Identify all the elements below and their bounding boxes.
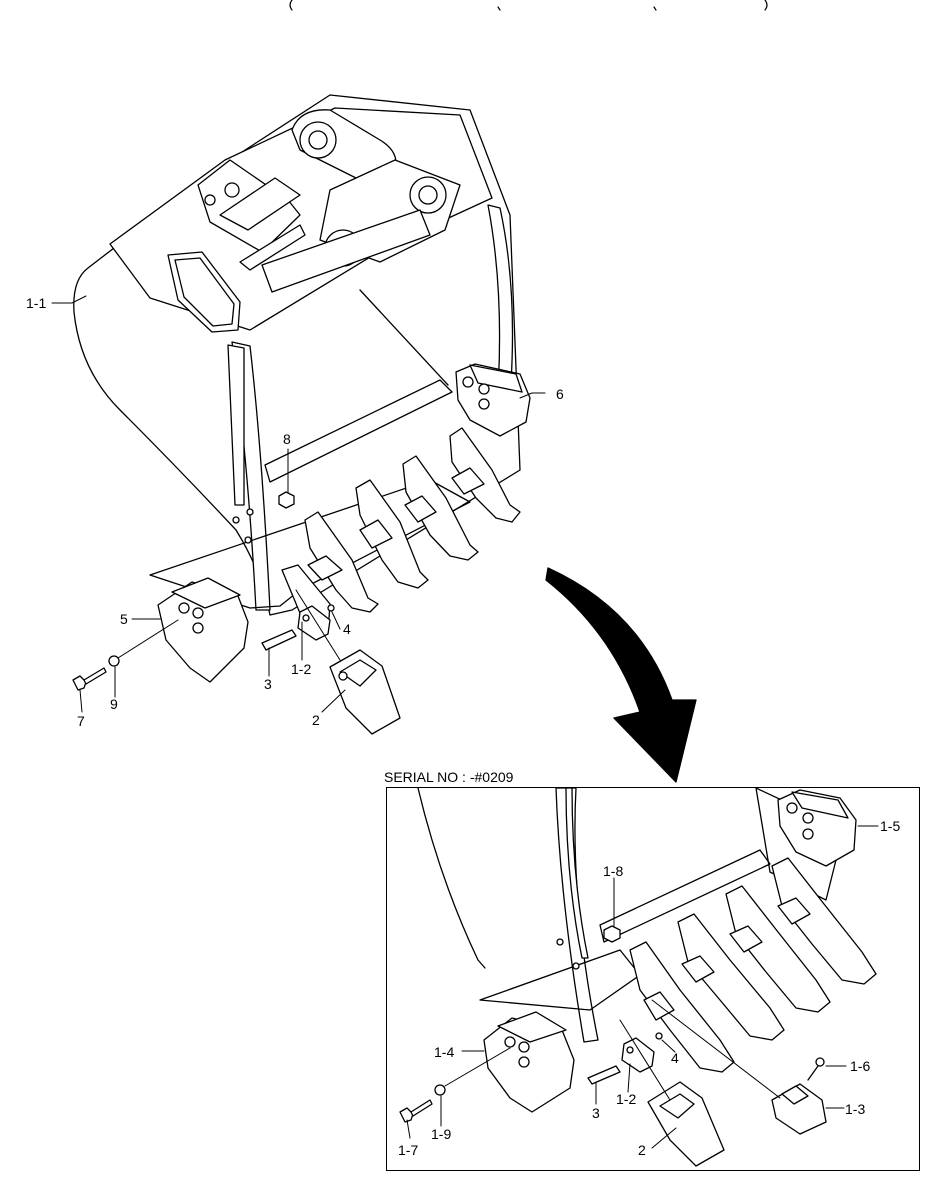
serial-number-note: SERIAL NO : -#0209 bbox=[384, 769, 514, 785]
inset-label-3: 3 bbox=[592, 1105, 600, 1121]
inset-label-1-5: 1-5 bbox=[880, 818, 901, 834]
inset-leaders bbox=[406, 825, 879, 1149]
label-1-1: 1-1 bbox=[26, 295, 47, 311]
inset-loose-parts bbox=[399, 925, 827, 1167]
main-teeth bbox=[281, 427, 521, 637]
label-6: 6 bbox=[556, 386, 564, 402]
label-5: 5 bbox=[120, 611, 128, 627]
inset-label-2: 2 bbox=[638, 1142, 646, 1158]
main-side-cutter-right bbox=[455, 363, 531, 437]
label-2: 2 bbox=[312, 712, 320, 728]
inset-detail-frame bbox=[386, 787, 920, 1171]
label-3: 3 bbox=[264, 676, 272, 692]
main-side-cutter-left bbox=[157, 577, 249, 683]
inset-bucket bbox=[417, 787, 837, 1043]
inset-label-4: 4 bbox=[671, 1050, 679, 1066]
main-loose-parts bbox=[72, 491, 401, 735]
inset-teeth bbox=[629, 857, 877, 1073]
inset-label-1-7: 1-7 bbox=[398, 1142, 419, 1158]
main-leaders bbox=[51, 295, 546, 713]
label-7: 7 bbox=[77, 713, 85, 729]
detail-arrow bbox=[545, 567, 697, 783]
inset-side-cutter-right bbox=[777, 789, 857, 867]
inset-side-cutter-left bbox=[483, 1011, 575, 1113]
clipped-title-residue bbox=[289, 0, 768, 11]
label-8: 8 bbox=[283, 431, 291, 447]
inset-label-1-4: 1-4 bbox=[434, 1044, 455, 1060]
label-4: 4 bbox=[343, 621, 351, 637]
label-1-2: 1-2 bbox=[291, 661, 312, 677]
inset-label-1-2: 1-2 bbox=[616, 1091, 637, 1107]
inset-label-1-8: 1-8 bbox=[603, 863, 624, 879]
inset-label-1-6: 1-6 bbox=[850, 1058, 871, 1074]
inset-label-1-3: 1-3 bbox=[845, 1101, 866, 1117]
inset-label-1-9: 1-9 bbox=[431, 1126, 452, 1142]
label-9: 9 bbox=[110, 696, 118, 712]
